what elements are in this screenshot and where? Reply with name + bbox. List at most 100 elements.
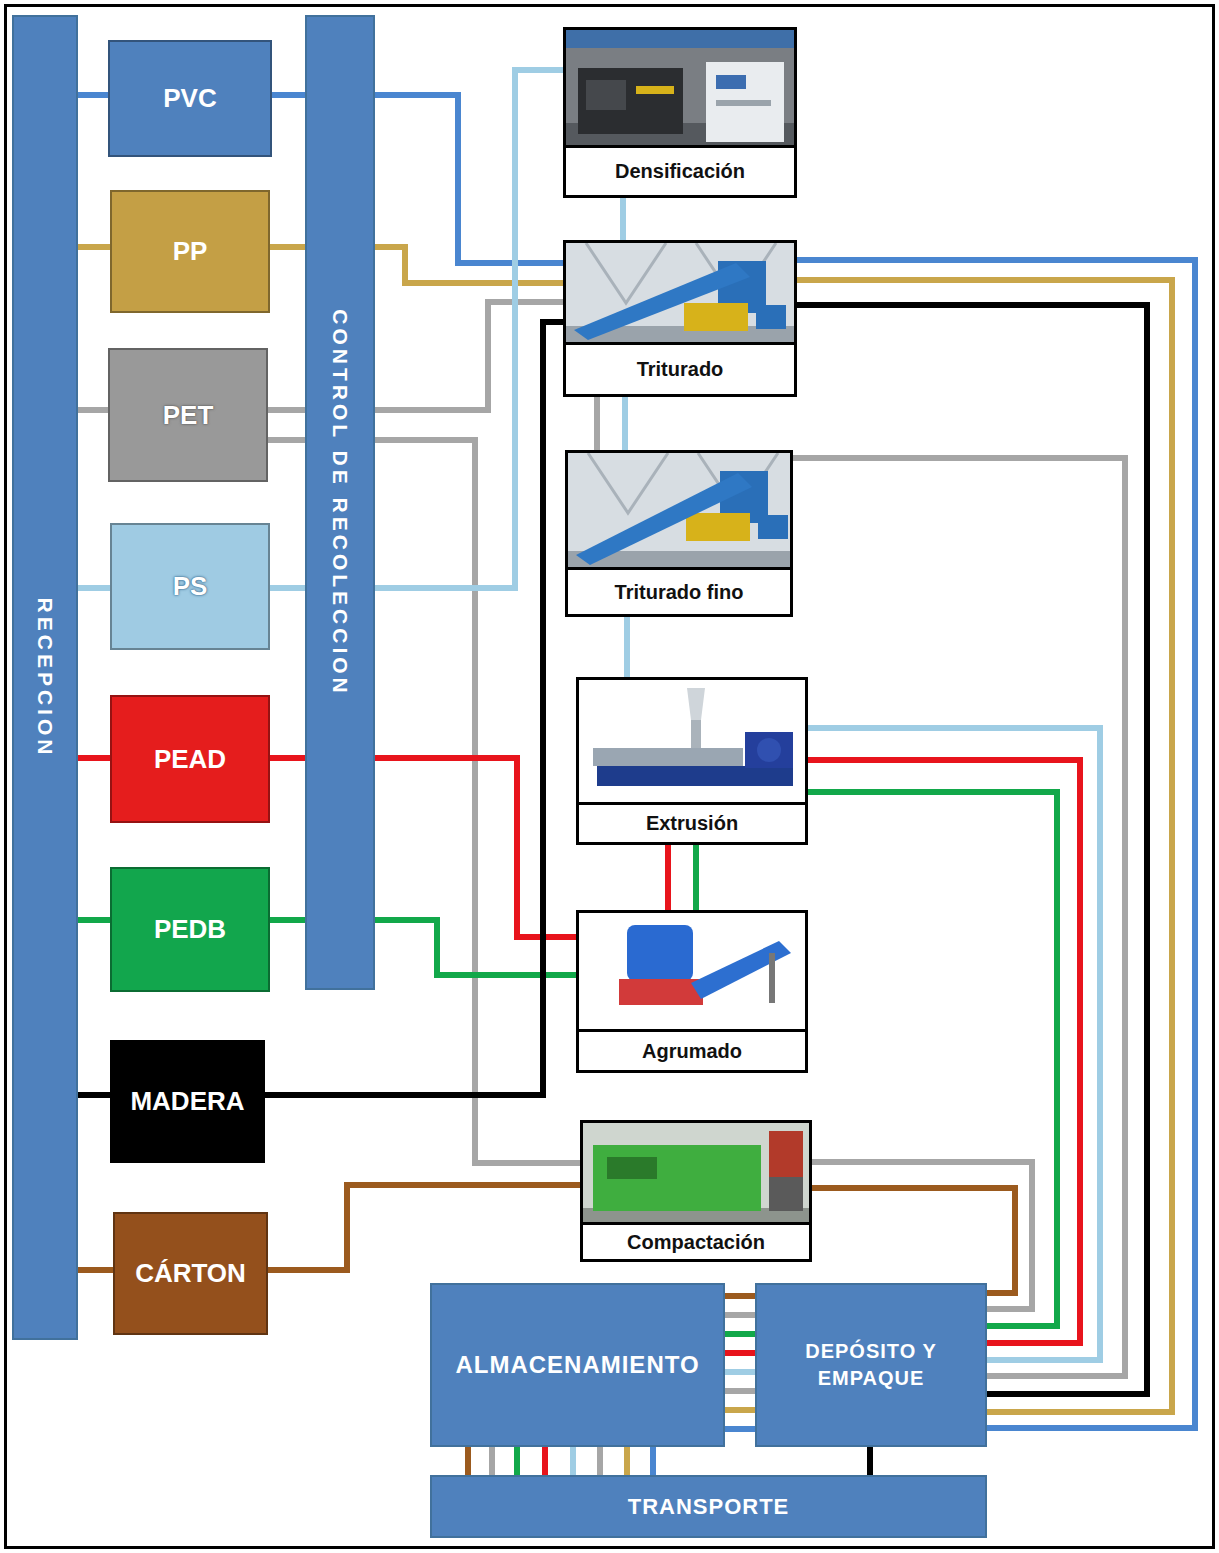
material-box: PS: [110, 523, 270, 650]
photo-part: [691, 720, 701, 748]
band-label: RECEPCION: [33, 597, 57, 758]
flow-line: [570, 1447, 576, 1475]
photo-part: [586, 80, 626, 110]
flow-line: [78, 755, 110, 761]
flow-line: [375, 440, 580, 1163]
machine-photo: [566, 243, 794, 342]
process-box: Agrumado: [576, 910, 808, 1073]
flow-line: [78, 1267, 113, 1273]
flow-line: [594, 397, 600, 450]
flow-line: [78, 244, 110, 250]
photo-part: [566, 243, 794, 342]
flow-line: [78, 1092, 110, 1098]
material-label: PS: [173, 571, 208, 602]
material-label: PEAD: [154, 744, 226, 775]
flow-line: [797, 305, 1147, 1394]
flow-line: [78, 585, 110, 591]
flow-line: [489, 1447, 495, 1475]
stage-label: ALMACENAMIENTO: [455, 1349, 699, 1381]
machine-photo: [579, 680, 805, 802]
flow-line: [867, 1447, 873, 1475]
flow-line: [268, 1185, 580, 1270]
stage-label: TRANSPORTE: [628, 1492, 790, 1522]
material-box: CÁRTON: [113, 1212, 268, 1335]
photo-part: [619, 979, 703, 1005]
photo-part: [568, 453, 790, 567]
photo-part: [757, 738, 781, 762]
flow-line: [270, 244, 305, 250]
flow-line: [465, 1447, 471, 1475]
photo-part: [769, 953, 775, 1003]
flow-line: [375, 302, 563, 410]
process-label-band: Extrusión: [579, 802, 805, 842]
flow-line: [808, 760, 1080, 1343]
photo-part: [607, 1157, 657, 1179]
flow-line: [650, 1447, 656, 1475]
photo-part: [593, 748, 743, 766]
photo-part: [578, 68, 683, 134]
flow-line: [514, 1447, 520, 1475]
material-box: PVC: [108, 40, 272, 157]
flow-line: [725, 1293, 755, 1299]
process-label: Triturado: [637, 358, 724, 381]
photo-part: [769, 1131, 803, 1177]
flow-line: [272, 92, 305, 98]
flow-line: [78, 917, 110, 923]
flow-line: [725, 1350, 755, 1356]
flow-line: [620, 198, 626, 240]
process-label: Extrusión: [646, 812, 738, 835]
material-label: PET: [163, 400, 214, 431]
flow-line: [597, 1447, 603, 1475]
material-label: PVC: [163, 83, 216, 114]
flow-line: [793, 458, 1125, 1376]
process-label-band: Agrumado: [579, 1029, 805, 1070]
photo-part: [769, 1177, 803, 1211]
flow-line: [725, 1407, 755, 1413]
vertical-band: CONTROL DE RECOLECCION: [305, 15, 375, 990]
flow-line: [375, 70, 563, 588]
flow-line: [78, 407, 108, 413]
band-label: CONTROL DE RECOLECCION: [328, 309, 352, 696]
process-box: Densificación: [563, 27, 797, 198]
photo-part: [579, 680, 805, 802]
process-label: Compactación: [627, 1231, 765, 1254]
flow-line: [375, 95, 563, 263]
material-label: PP: [173, 236, 208, 267]
flow-line: [268, 407, 305, 413]
flow-line: [797, 280, 1172, 1412]
photo-part: [593, 1145, 761, 1211]
process-box: Triturado: [563, 240, 797, 397]
flow-line: [693, 845, 699, 910]
flow-line: [624, 1447, 630, 1475]
photo-part: [597, 766, 793, 786]
photo-part: [706, 62, 784, 142]
machine-photo: [579, 913, 805, 1029]
process-label: Triturado fino: [615, 581, 744, 604]
process-label-band: Compactación: [583, 1222, 809, 1259]
photo-part: [636, 86, 674, 94]
photo-part: [716, 75, 746, 89]
stage-label: DEPÓSITO Y EMPAQUE: [781, 1338, 961, 1392]
vertical-band: RECEPCION: [12, 15, 78, 1340]
flow-line: [725, 1369, 755, 1375]
flow-line: [797, 260, 1195, 1428]
photo-part: [686, 513, 750, 541]
flow-line: [725, 1312, 755, 1318]
process-box: Triturado fino: [565, 450, 793, 617]
process-box: Compactación: [580, 1120, 812, 1262]
photo-part: [691, 941, 791, 999]
flow-line: [268, 437, 305, 443]
photo-part: [684, 303, 748, 331]
flow-line: [270, 585, 305, 591]
flow-line: [375, 247, 563, 283]
photo-part: [627, 925, 693, 981]
flow-line: [725, 1426, 755, 1432]
photo-part: [687, 688, 705, 720]
stage-box: DEPÓSITO Y EMPAQUE: [755, 1283, 987, 1447]
material-box: PP: [110, 190, 270, 313]
material-label: CÁRTON: [135, 1258, 246, 1289]
process-label-band: Densificación: [566, 145, 794, 195]
photo-part: [745, 732, 793, 768]
process-label: Densificación: [615, 160, 745, 183]
